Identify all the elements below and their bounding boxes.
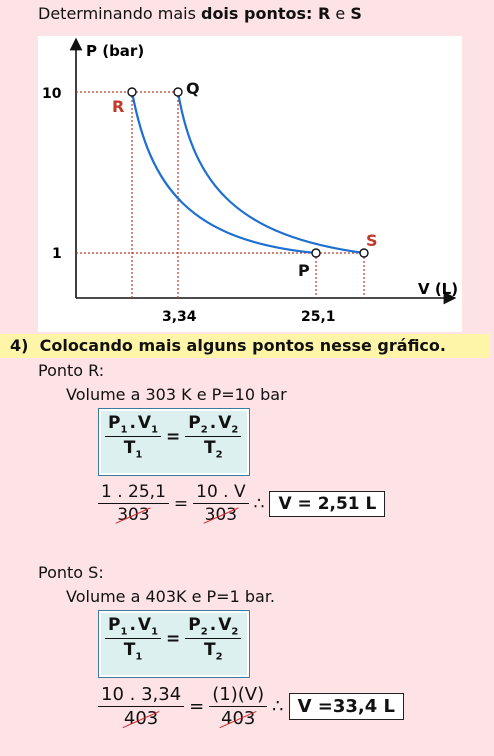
isotherm-q-s xyxy=(176,91,365,255)
answer-s: V =33,4 L xyxy=(288,693,404,720)
point-s-desc: Volume a 403K e P=1 bar. xyxy=(66,587,276,606)
point-s xyxy=(359,248,369,258)
calc-s-num-right: (1)(V) xyxy=(209,684,268,707)
y-tick-1: 1 xyxy=(52,246,62,262)
calc-r: 1 . 25,1 303 = 10 . V 303 ∴ V = 2,51 L xyxy=(98,482,386,525)
calc-s: 10 . 3,34 403 = (1)(V) 403 ∴ V =33,4 L xyxy=(98,684,404,729)
step-number: 4) xyxy=(10,336,29,355)
section-title: Determinando mais dois pontos: R e S xyxy=(38,4,362,23)
x-tick-3-34: 3,34 xyxy=(162,309,197,325)
rhs-fraction: P2.V2 T2 xyxy=(185,413,242,461)
answer-r: V = 2,51 L xyxy=(269,490,386,517)
therefore-s: ∴ xyxy=(272,696,284,717)
calc-s-den-right: 403 xyxy=(221,708,256,729)
combined-gas-law-box-s: P1.V1 T1 = P2.V2 T2 xyxy=(98,610,250,678)
combined-gas-law-s: P1.V1 T1 = P2.V2 T2 xyxy=(105,615,242,663)
calc-r-num-left: 1 . 25,1 xyxy=(98,482,169,504)
therefore-r: ∴ xyxy=(253,493,265,514)
calc-r-den-left: 303 xyxy=(117,505,150,525)
point-q xyxy=(173,87,183,97)
step-label: Colocando mais alguns pontos nesse gráfi… xyxy=(39,336,446,355)
point-p-label: P xyxy=(298,261,310,280)
calc-s-den-left: 403 xyxy=(123,708,159,729)
combined-gas-law-box-r: P1.V1 T1 = P2.V2 T2 xyxy=(98,408,250,476)
guide-lines xyxy=(76,91,365,298)
y-tick-10: 10 xyxy=(42,86,62,102)
title-prefix: Determinando mais xyxy=(38,4,201,23)
isotherm-r-p xyxy=(130,91,317,255)
calc-r-num-right: 10 . V xyxy=(193,482,249,504)
point-r xyxy=(127,87,137,97)
step-highlight xyxy=(0,334,490,358)
point-s-label: S xyxy=(366,231,378,250)
pv-graph: P (bar) V (L) 10 1 3,34 25,1 R Q P S xyxy=(38,36,462,332)
point-r-desc: Volume a 303 K e P=10 bar xyxy=(66,385,287,404)
title-bold-2: S xyxy=(350,4,362,23)
pv-chart-svg: P (bar) V (L) 10 1 3,34 25,1 R Q P S xyxy=(42,37,458,325)
x-tick-25-1: 25,1 xyxy=(301,309,336,325)
title-bold: dois pontos: R xyxy=(200,4,331,23)
combined-gas-law-r: P1.V1 T1 = P2.V2 T2 xyxy=(105,413,242,461)
point-s-heading: Ponto S: xyxy=(38,563,104,582)
y-axis-label: P (bar) xyxy=(86,42,144,60)
calc-r-den-right: 303 xyxy=(204,505,238,525)
lhs-fraction: P1.V1 T1 xyxy=(105,413,162,461)
point-r-label: R xyxy=(112,97,124,116)
calc-s-num-left: 10 . 3,34 xyxy=(98,684,185,707)
point-p xyxy=(311,248,321,258)
point-r-heading: Ponto R: xyxy=(38,361,105,380)
point-q-label: Q xyxy=(186,79,200,98)
step-heading: 4) Colocando mais alguns pontos nesse gr… xyxy=(10,336,446,355)
x-axis-label: V (L) xyxy=(418,280,458,298)
title-mid: e xyxy=(330,4,351,23)
